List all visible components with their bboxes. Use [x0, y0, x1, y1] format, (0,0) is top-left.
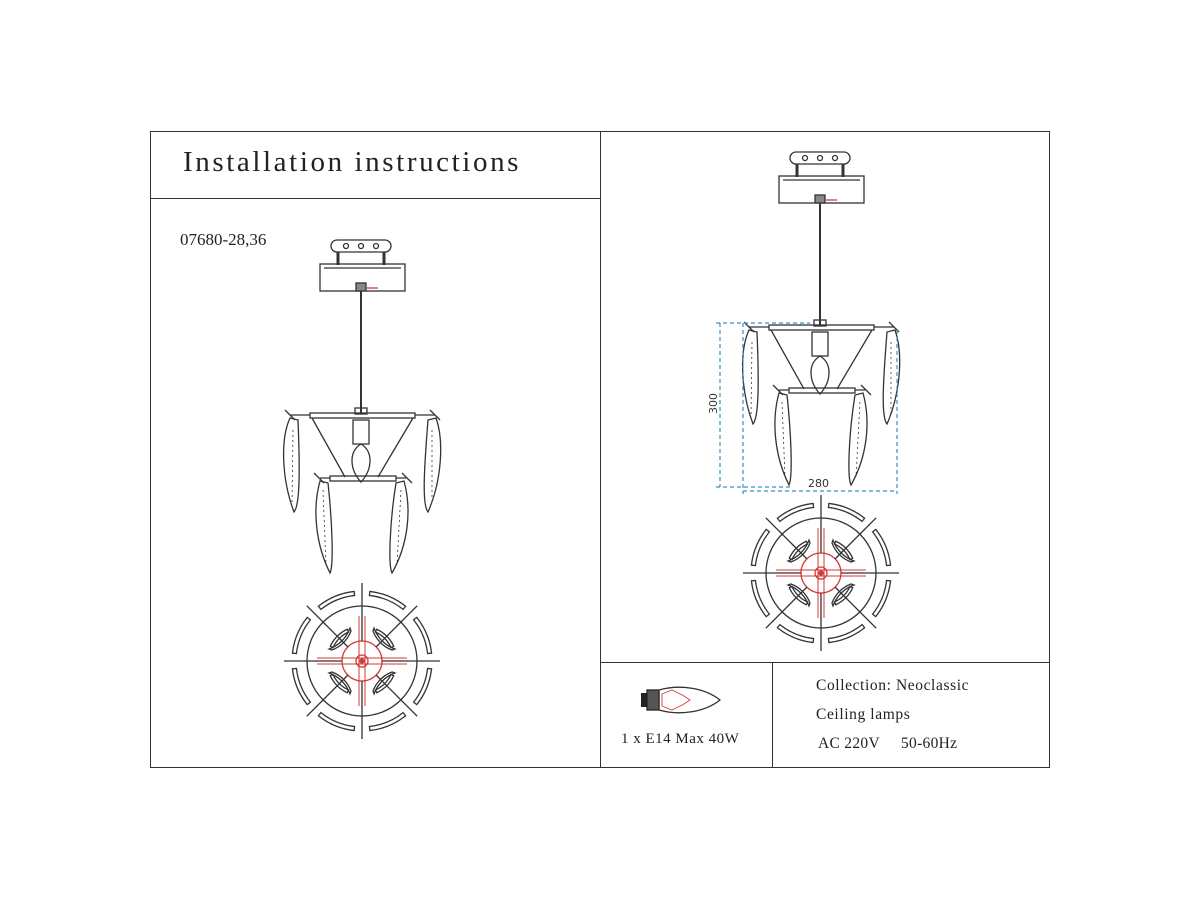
collection-label: Collection: Neoclassic	[816, 677, 970, 694]
model-number: 07680-28,36	[180, 230, 267, 249]
page-title: Installation instructions	[183, 146, 522, 178]
divider-title	[150, 198, 600, 199]
lamp-type-label: Ceiling lamps	[816, 706, 911, 723]
divider-specs	[600, 662, 1049, 663]
width-dimension: 280	[808, 477, 829, 490]
height-dimension: 300	[707, 393, 720, 414]
divider-vertical	[600, 131, 601, 767]
bulb-spec: 1 x E14 Max 40W	[621, 731, 740, 747]
voltage-label: AC 220V	[818, 735, 880, 752]
divider-bulb	[772, 662, 773, 767]
lamp-drawing-right	[741, 150, 902, 653]
frequency-label: 50-60Hz	[901, 735, 958, 752]
dimension-lines	[716, 322, 898, 494]
lamp-drawing-left	[282, 238, 443, 741]
candle-bulb-icon	[641, 686, 722, 714]
